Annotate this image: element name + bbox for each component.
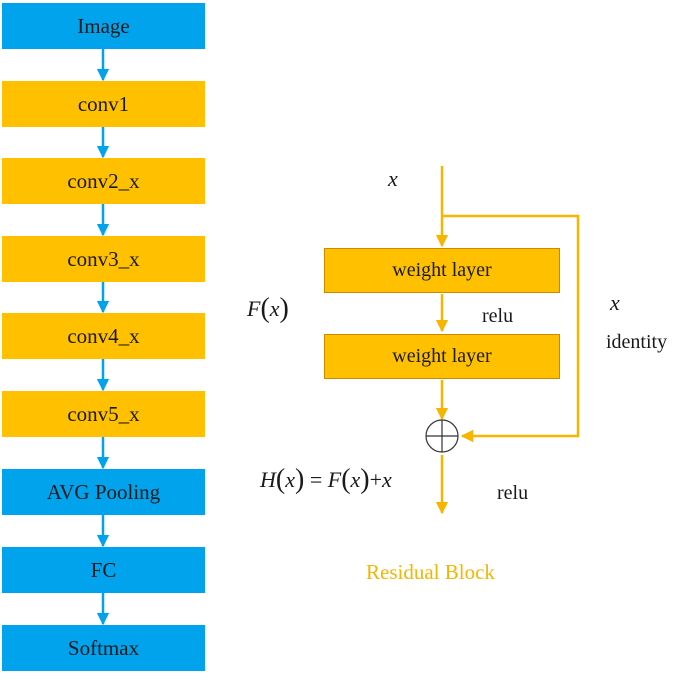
eq-h-arg: x (285, 467, 295, 492)
residual-lines (425, 166, 580, 515)
weight-layer-1: weight layer (324, 248, 560, 293)
block-conv5-x: conv5_x (2, 391, 205, 437)
block-fc: FC (2, 547, 205, 593)
eq-f-arg: x (350, 467, 361, 492)
residual-block-caption: Residual Block (366, 560, 495, 584)
identity-label: identity (606, 331, 668, 353)
relu-mid-label: relu (482, 305, 514, 327)
block-conv3-x: conv3_x (2, 236, 205, 282)
block-conv4-x: conv4_x (2, 313, 205, 359)
eq-equals: = (309, 467, 323, 492)
block-conv2-x: conv2_x (2, 158, 205, 204)
eq-plus: + (369, 467, 383, 492)
fx-func: F (247, 296, 261, 321)
weight-layer-2: weight layer (324, 334, 560, 379)
identity-x-label: x (610, 290, 620, 315)
relu-out-label: relu (497, 482, 529, 504)
eq-f: F (327, 467, 342, 492)
sum-node-icon (425, 419, 459, 453)
fx-label: F(x) (247, 293, 289, 324)
identity-shortcut-line (442, 214, 580, 443)
output-equation: H(x) = F(x)+x (260, 464, 392, 495)
eq-h: H (260, 467, 276, 492)
input-x-label: x (388, 166, 398, 191)
block-conv1: conv1 (2, 81, 205, 127)
block-softmax: Softmax (2, 625, 205, 671)
block-avg-pooling: AVG Pooling (2, 469, 205, 515)
eq-x: x (382, 467, 392, 492)
fx-arg: x (269, 296, 280, 321)
block-image: Image (2, 3, 205, 49)
